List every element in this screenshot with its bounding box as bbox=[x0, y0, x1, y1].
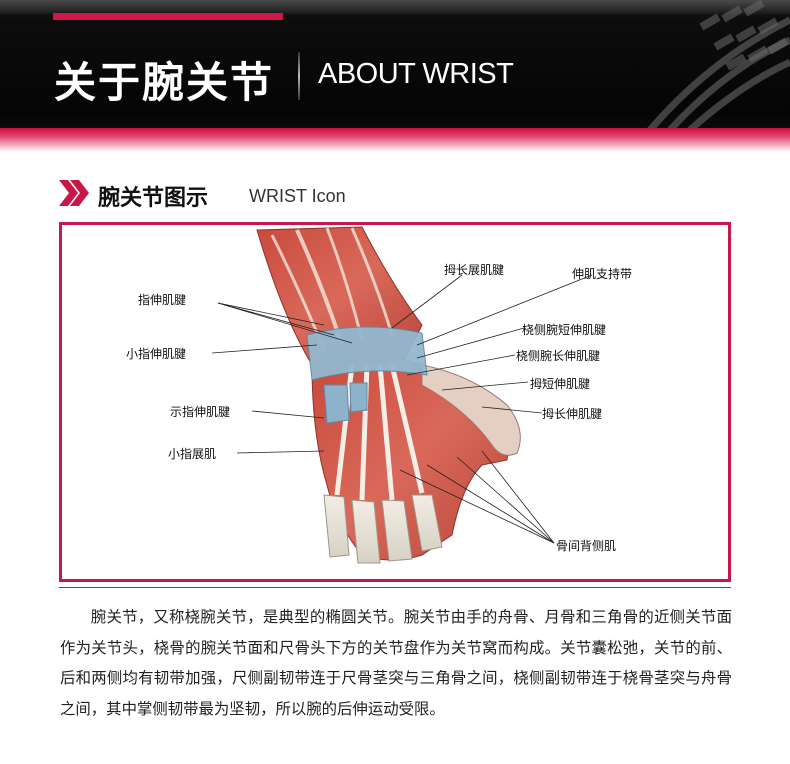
label-dorsal-interossei: 骨间背侧肌 bbox=[556, 539, 617, 553]
label-extensor-carpi-radialis-longus-tendon: 桡侧腕长伸肌腱 bbox=[516, 349, 601, 363]
banner-top-strip bbox=[0, 0, 790, 14]
label-extensor-retinaculum: 伸肌支持带 bbox=[572, 267, 633, 281]
label-extensor-digiti-minimi-tendon: 小指伸肌腱 bbox=[126, 347, 187, 361]
header-banner: 关于腕关节 ABOUT WRIST bbox=[0, 0, 790, 152]
label-extensor-carpi-radialis-brevis-tendon: 桡侧腕短伸肌腱 bbox=[522, 323, 607, 337]
wrist-anatomy-figure: 指伸肌腱 小指伸肌腱 示指伸肌腱 小指展肌 拇长展肌腱 伸肌支持带 桡侧腕短伸肌… bbox=[59, 222, 731, 582]
double-chevron-right-icon bbox=[59, 180, 89, 206]
banner-title-chinese: 关于腕关节 bbox=[54, 58, 275, 107]
label-extensor-pollicis-brevis-tendon: 拇短伸肌腱 bbox=[530, 377, 591, 391]
banner-accent-tab bbox=[53, 13, 283, 20]
section-subtitle: WRIST Icon bbox=[249, 186, 346, 206]
label-abductor-pollicis-longus-tendon: 拇长展肌腱 bbox=[444, 263, 505, 277]
banner-title-divider bbox=[298, 52, 300, 100]
label-abductor-digiti-minimi: 小指展肌 bbox=[168, 447, 217, 461]
wrist-anatomy-illustration bbox=[211, 226, 593, 564]
tire-tread-decoration-icon bbox=[647, 0, 790, 130]
label-extensor-digitorum-tendon: 指伸肌腱 bbox=[138, 293, 187, 307]
wrist-description-paragraph: 腕关节，又称桡腕关节，是典型的椭圆关节。腕关节由手的舟骨、月骨和三角骨的近侧关节… bbox=[60, 608, 732, 718]
section-title: 腕关节图示 bbox=[98, 186, 209, 211]
label-extensor-indicis-tendon: 示指伸肌腱 bbox=[170, 405, 231, 419]
banner-title-english: ABOUT WRIST bbox=[318, 58, 514, 90]
label-extensor-pollicis-longus-tendon: 拇长伸肌腱 bbox=[542, 407, 603, 421]
figure-divider bbox=[59, 587, 731, 588]
banner-gradient-band bbox=[0, 128, 790, 152]
